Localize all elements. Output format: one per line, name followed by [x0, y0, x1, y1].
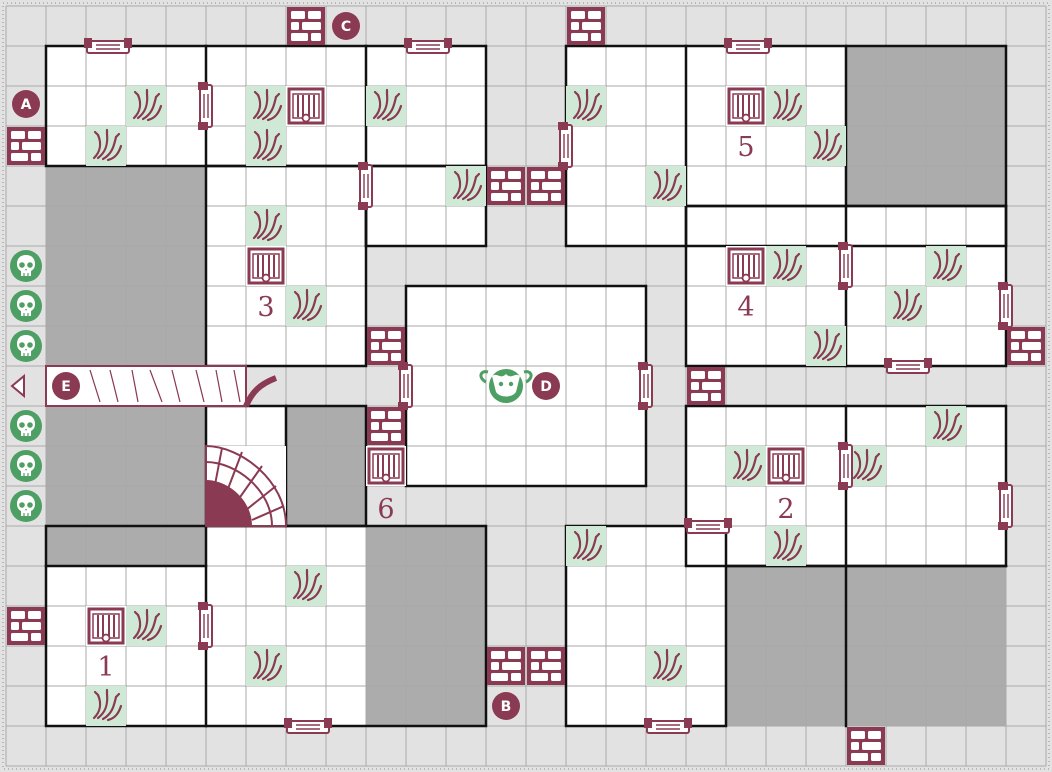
skull-icon: [9, 409, 43, 443]
room-number: 1: [97, 652, 114, 683]
claw-monster-icon[interactable]: [446, 166, 486, 206]
claw-monster-icon[interactable]: [246, 126, 286, 166]
door-icon[interactable]: [284, 717, 332, 734]
door-icon[interactable]: [557, 122, 573, 170]
door-icon[interactable]: [644, 717, 692, 734]
claw-monster-icon[interactable]: [766, 526, 806, 566]
skull-icon: [9, 489, 43, 523]
room-number: 6: [377, 494, 394, 525]
claw-monster-icon[interactable]: [646, 166, 686, 206]
door-icon[interactable]: [357, 162, 373, 210]
room-number: 4: [737, 292, 754, 323]
claw-monster-icon[interactable]: [366, 86, 406, 126]
claw-monster-icon[interactable]: [726, 446, 766, 486]
room-numbers: 1 2 3 4 5 6: [97, 132, 794, 683]
rubble-block-icon[interactable]: [367, 327, 405, 365]
door-icon[interactable]: [197, 82, 213, 130]
rubble-block-icon[interactable]: [7, 607, 45, 645]
door-icon[interactable]: [884, 357, 932, 374]
treasure-chest-icon[interactable]: [766, 446, 806, 486]
rubble-block-icon[interactable]: [487, 167, 525, 205]
skull-icon: [9, 329, 43, 363]
door-icon[interactable]: [684, 517, 732, 534]
rubble-block-icon[interactable]: [527, 167, 565, 205]
rubble-block-icon[interactable]: [847, 727, 885, 765]
treasure-chest-icon[interactable]: [86, 606, 126, 646]
rubble-block-icon[interactable]: [527, 647, 565, 685]
rubble-block-icon[interactable]: [1007, 327, 1045, 365]
claw-monster-icon[interactable]: [286, 286, 326, 326]
door-icon[interactable]: [397, 362, 413, 410]
room-number: 2: [777, 494, 794, 525]
claw-monster-icon[interactable]: [246, 206, 286, 246]
skull-icon: [9, 449, 43, 483]
room-number: 5: [737, 132, 754, 163]
door-icon[interactable]: [197, 602, 213, 650]
skull-icon: [9, 289, 43, 323]
rubble-block-icon[interactable]: [687, 367, 725, 405]
door-icon[interactable]: [637, 362, 653, 410]
claw-monster-icon[interactable]: [886, 286, 926, 326]
marker-label: A: [21, 97, 32, 113]
claw-monster-icon[interactable]: [926, 246, 966, 286]
marker-label: C: [341, 19, 351, 35]
claw-monster-icon[interactable]: [566, 526, 606, 566]
boss-monster-icon[interactable]: [479, 369, 533, 403]
rubble-block-icon[interactable]: [567, 7, 605, 45]
rubble-block-icon[interactable]: [287, 7, 325, 45]
door-icon[interactable]: [837, 442, 853, 490]
claw-monster-icon[interactable]: [806, 326, 846, 366]
rubble-block-icon[interactable]: [367, 407, 405, 445]
claw-monster-icon[interactable]: [246, 86, 286, 126]
door-icon[interactable]: [84, 37, 132, 54]
claw-monster-icon[interactable]: [766, 86, 806, 126]
claw-monster-icon[interactable]: [246, 646, 286, 686]
door-icon[interactable]: [837, 242, 853, 290]
rubble-block-icon[interactable]: [7, 127, 45, 165]
door-icon[interactable]: [724, 37, 772, 54]
treasure-chest-icon[interactable]: [726, 86, 766, 126]
marker-label: B: [501, 699, 512, 715]
claw-monster-icon[interactable]: [806, 126, 846, 166]
claw-monster-icon[interactable]: [566, 86, 606, 126]
marker-e[interactable]: E: [52, 372, 80, 400]
claw-monster-icon[interactable]: [286, 566, 326, 606]
rubble-block-icon[interactable]: [487, 647, 525, 685]
claw-monster-icon[interactable]: [86, 686, 126, 726]
marker-d[interactable]: D: [532, 372, 560, 400]
claw-monster-icon[interactable]: [126, 606, 166, 646]
treasure-chest-icon[interactable]: [286, 86, 326, 126]
exit-arrow-icon[interactable]: [10, 373, 25, 399]
claw-monster-icon[interactable]: [126, 86, 166, 126]
marker-label: E: [61, 379, 71, 395]
spiral-stairs-icon[interactable]: [205, 444, 288, 527]
marker-b[interactable]: B: [492, 692, 520, 720]
claw-monster-icon[interactable]: [926, 406, 966, 446]
claw-monster-icon[interactable]: [646, 646, 686, 686]
skull-icon: [9, 249, 43, 283]
marker-c[interactable]: C: [332, 12, 360, 40]
stone-bridge: [45, 365, 278, 408]
marker-a[interactable]: A: [12, 90, 40, 118]
door-icon[interactable]: [997, 282, 1013, 330]
claw-monster-icon[interactable]: [766, 246, 806, 286]
treasure-chest-icon[interactable]: [366, 446, 406, 486]
marker-label: D: [540, 379, 552, 395]
door-icon[interactable]: [404, 37, 452, 54]
door-icon[interactable]: [997, 482, 1013, 530]
claw-monster-icon[interactable]: [86, 126, 126, 166]
treasure-chest-icon[interactable]: [726, 246, 766, 286]
room-number: 3: [257, 292, 274, 323]
treasure-chest-icon[interactable]: [246, 246, 286, 286]
